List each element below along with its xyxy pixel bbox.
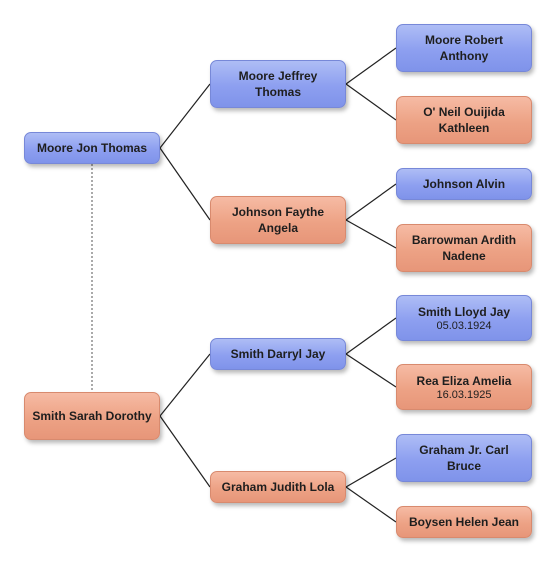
person-name: Moore Robert Anthony [425, 33, 503, 63]
person-box-jeffrey[interactable]: Moore Jeffrey Thomas [210, 60, 346, 108]
person-name: Smith Darryl Jay [230, 347, 326, 361]
parent-link-jon-faythe [159, 147, 211, 221]
parent-link-jon-jeffrey [159, 83, 211, 149]
person-name: Johnson Faythe Angela [231, 205, 324, 235]
parent-link-darryl-eliza [345, 353, 397, 388]
person-name: Barrowman Ardith Nadene [411, 233, 517, 263]
person-date: 05.03.1924 [436, 319, 492, 332]
person-box-carl[interactable]: Graham Jr. Carl Bruce [396, 434, 532, 482]
parent-link-sarah-judith [159, 415, 211, 488]
parent-link-jeffrey-ouijida [345, 83, 397, 121]
parent-link-faythe-ardith [345, 219, 397, 249]
parent-link-judith-carl [345, 457, 397, 488]
person-name: Graham Jr. Carl Bruce [419, 443, 509, 473]
person-name: O' Neil Ouijida Kathleen [423, 105, 505, 135]
person-box-robert[interactable]: Moore Robert Anthony [396, 24, 532, 72]
person-name: Johnson Alvin [422, 177, 506, 191]
person-name: Moore Jeffrey Thomas [238, 69, 318, 99]
person-box-ardith[interactable]: Barrowman Ardith Nadene [396, 224, 532, 272]
person-box-judith[interactable]: Graham Judith Lola [210, 471, 346, 503]
parent-link-sarah-darryl [159, 353, 211, 417]
person-box-sarah[interactable]: Smith Sarah Dorothy [24, 392, 160, 440]
person-name: Smith Sarah Dorothy [32, 409, 152, 423]
person-name: Boysen Helen Jean [408, 515, 520, 529]
person-box-jon[interactable]: Moore Jon Thomas [24, 132, 160, 164]
person-box-faythe[interactable]: Johnson Faythe Angela [210, 196, 346, 244]
person-box-helen[interactable]: Boysen Helen Jean [396, 506, 532, 538]
person-name: Moore Jon Thomas [36, 141, 147, 155]
person-name: Rea Eliza Amelia [416, 373, 512, 388]
person-box-darryl[interactable]: Smith Darryl Jay [210, 338, 346, 370]
person-name: Graham Judith Lola [221, 480, 335, 494]
parent-link-judith-helen [345, 486, 397, 523]
parent-link-darryl-lloyd [345, 317, 397, 355]
person-box-ouijida[interactable]: O' Neil Ouijida Kathleen [396, 96, 532, 144]
person-date: 16.03.1925 [436, 388, 492, 401]
parent-link-jeffrey-robert [345, 47, 397, 85]
person-box-alvin[interactable]: Johnson Alvin [396, 168, 532, 200]
person-name: Smith Lloyd Jay [417, 304, 511, 319]
parent-link-faythe-alvin [345, 183, 397, 221]
